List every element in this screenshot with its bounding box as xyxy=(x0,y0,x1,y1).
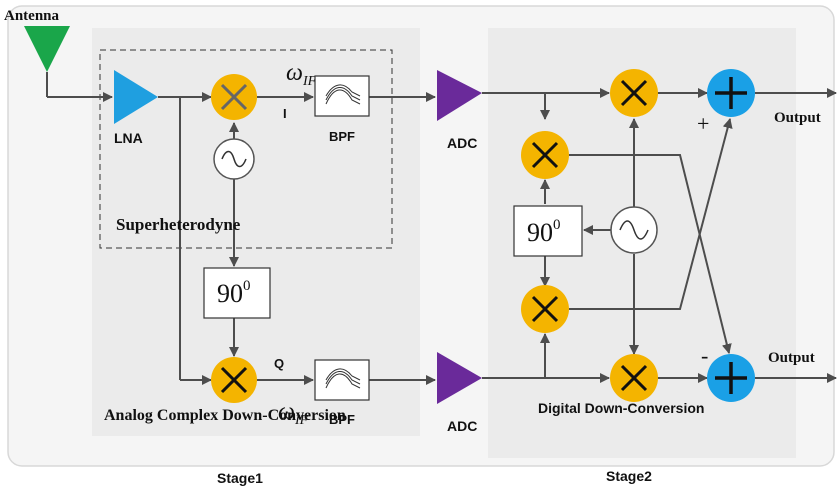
lna-label: LNA xyxy=(114,130,143,146)
analog-mixer-q xyxy=(211,357,257,403)
adder-top xyxy=(707,69,755,117)
analog-section-title: Analog Complex Down-Conversion xyxy=(104,407,346,424)
plus-sign-label: + xyxy=(697,111,709,136)
phase-shift-90-analog xyxy=(203,267,271,319)
bpf-filter-bottom xyxy=(314,359,370,401)
antenna-icon xyxy=(24,26,70,72)
digital-mixer-top-right xyxy=(610,69,658,117)
digital-section-title: Digital Down-Conversion xyxy=(538,400,704,416)
superheterodyne-label: Superheterodyne xyxy=(116,215,241,234)
adder-bottom xyxy=(707,354,755,402)
digital-mixer-bottom-right xyxy=(610,354,658,402)
superheterodyne-box xyxy=(99,49,393,249)
adc-top xyxy=(437,70,482,121)
adc-label-bottom: ADC xyxy=(447,418,477,434)
lna-amplifier xyxy=(114,70,158,124)
stage1-label: Stage1 xyxy=(217,470,263,486)
bpf-filter-top xyxy=(314,75,370,117)
digital-mixer-bottom-left xyxy=(521,285,569,333)
phase-shift-90-digital-label: 900 xyxy=(527,217,561,247)
analog-mixer-i xyxy=(211,74,257,120)
phase-shift-90-digital xyxy=(513,205,583,257)
q-channel-label: Q xyxy=(274,356,284,371)
adc-bottom xyxy=(437,352,482,404)
stage2-label: Stage2 xyxy=(606,468,652,484)
bpf-label-bottom: BPF xyxy=(329,412,355,427)
i-channel-label: I xyxy=(283,106,287,121)
local-oscillator-digital xyxy=(610,206,658,254)
output-label-top: Output xyxy=(774,110,821,126)
local-oscillator-analog xyxy=(213,138,255,180)
phase-shift-90-analog-label: 900 xyxy=(217,278,251,308)
adc-label-top: ADC xyxy=(447,135,477,151)
digital-mixer-top-left xyxy=(521,131,569,179)
omega-if-top: ωIF xyxy=(286,60,317,89)
signal-wires xyxy=(46,72,837,385)
minus-sign-label: - xyxy=(701,343,708,368)
output-label-bottom: Output xyxy=(768,350,815,366)
bpf-label-top: BPF xyxy=(329,129,355,144)
omega-if-bottom: ωIF xyxy=(278,399,309,428)
antenna-label: Antenna xyxy=(4,8,60,24)
